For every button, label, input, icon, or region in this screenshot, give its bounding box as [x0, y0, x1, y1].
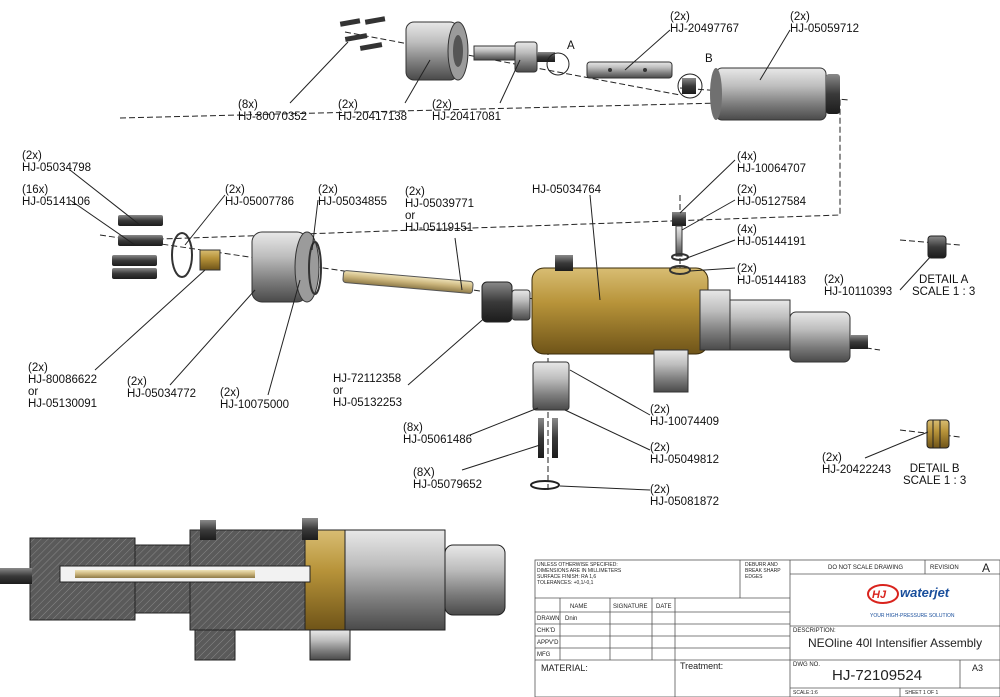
- dwg-no-label: DWG NO.: [793, 662, 820, 668]
- row-appvd: APPV'D: [537, 640, 559, 646]
- callout-20417081: (2x)HJ-20417081: [432, 99, 502, 123]
- washer-right-2: [669, 265, 691, 275]
- callout-20497767: (2x)HJ-20497767: [670, 11, 740, 35]
- callout-10075000: (2x)HJ-10075000: [220, 387, 290, 411]
- leader-lines: [69, 29, 933, 491]
- seal-b-part: [682, 78, 696, 94]
- drawn-name: Dnin: [565, 616, 578, 622]
- sheet-size: A3: [972, 663, 984, 673]
- do-not-scale-note: DO NOT SCALE DRAWING: [828, 565, 904, 571]
- callout-05079652: (8X)HJ-05079652: [413, 467, 483, 491]
- callout-05034855: (2x)HJ-05034855: [318, 184, 388, 208]
- revision-value: A: [982, 561, 991, 575]
- waterjet-logo: HJ: [867, 584, 899, 604]
- oring-left: [171, 232, 193, 278]
- bolts-top: [339, 16, 386, 51]
- callout-10110393: (2x)HJ-10110393: [824, 274, 893, 298]
- main-cylinder-part: [531, 255, 868, 393]
- callout-05144191: (4x)HJ-05144191: [737, 224, 807, 248]
- end-cap-top-part: [405, 21, 469, 81]
- section-view: [0, 518, 506, 661]
- studs-part: [538, 418, 558, 458]
- description-label: DESCRIPTION:: [793, 628, 836, 634]
- callout-10074409: (2x)HJ-10074409: [650, 404, 720, 428]
- bolts-left: [112, 215, 163, 279]
- callout-10064707: (4x)HJ-10064707: [737, 151, 807, 175]
- svg-text:HJ: HJ: [872, 589, 887, 601]
- callout-05049812: (2x)HJ-05049812: [650, 442, 720, 466]
- end-cap-left-part: [251, 231, 320, 303]
- revision-label: REVISION: [930, 565, 959, 571]
- plunger-top-part: [586, 61, 673, 79]
- detail-b-marker: [677, 73, 703, 99]
- col-name: NAME: [570, 604, 588, 610]
- seal-brass-left: [199, 249, 221, 271]
- callout-05061486: (8x)HJ-05061486: [403, 422, 473, 446]
- callout-05034798: (2x)HJ-05034798: [22, 150, 92, 174]
- callout-05144183: (2x)HJ-05144183: [737, 263, 807, 287]
- logo-brand-text: waterjet: [900, 585, 950, 600]
- piston-seal-part: [481, 281, 531, 323]
- col-date: DATE: [656, 604, 672, 610]
- gasket-bottom: [530, 480, 560, 490]
- sheet-value: SHEET 1 OF 1: [905, 690, 939, 696]
- plunger-rod: [342, 270, 474, 294]
- treatment-label: Treatment:: [680, 661, 724, 671]
- detail-letter-a: A: [567, 40, 575, 52]
- dwg-no-value: HJ-72109524: [832, 667, 923, 684]
- washer-right-1: [671, 253, 689, 261]
- valve-fitting-part: [672, 212, 686, 257]
- callout-20422243: (2x)HJ-20422243: [822, 452, 892, 476]
- row-mfg: MFG: [537, 652, 551, 658]
- material-label: MATERIAL:: [541, 663, 588, 673]
- callout-05141106: (16x)HJ-05141106: [22, 184, 91, 208]
- logo-tagline: YOUR HIGH-PRESSURE SOLUTION: [870, 613, 955, 619]
- callout-05059712: (2x)HJ-05059712: [790, 11, 860, 35]
- detail-a-view: [927, 235, 947, 259]
- row-chkd: CHK'D: [537, 628, 556, 634]
- tolerance-notes: UNLESS OTHERWISE SPECIFIED:DIMENSIONS AR…: [537, 562, 622, 586]
- row-drawn: DRAWN: [537, 616, 560, 622]
- detail-b-view: [926, 419, 950, 449]
- detail-letter-b: B: [705, 53, 713, 65]
- callout-05034764: HJ-05034764: [532, 184, 602, 196]
- scale-value: SCALE:1:6: [793, 690, 818, 696]
- check-valve-top-part: [473, 41, 555, 73]
- col-signature: SIGNATURE: [613, 604, 648, 610]
- description-value: NEOline 40l Intensifier Assembly: [808, 636, 983, 650]
- callout-05081872: (2x)HJ-05081872: [650, 484, 720, 508]
- callout-05127584: (2x)HJ-05127584: [737, 184, 807, 208]
- hp-cylinder-top-part: [710, 67, 840, 121]
- callout-20417138: (2x)HJ-20417138: [338, 99, 408, 123]
- oring-mid: [308, 241, 322, 295]
- callout-05034772: (2x)HJ-05034772: [127, 376, 197, 400]
- manifold-block-part: [532, 361, 570, 411]
- title-block: [534, 559, 1000, 697]
- callout-05007786: (2x)HJ-05007786: [225, 184, 295, 208]
- detail-a-marker: [546, 52, 570, 76]
- callout-80070352: (8x)HJ-80070352: [238, 99, 308, 123]
